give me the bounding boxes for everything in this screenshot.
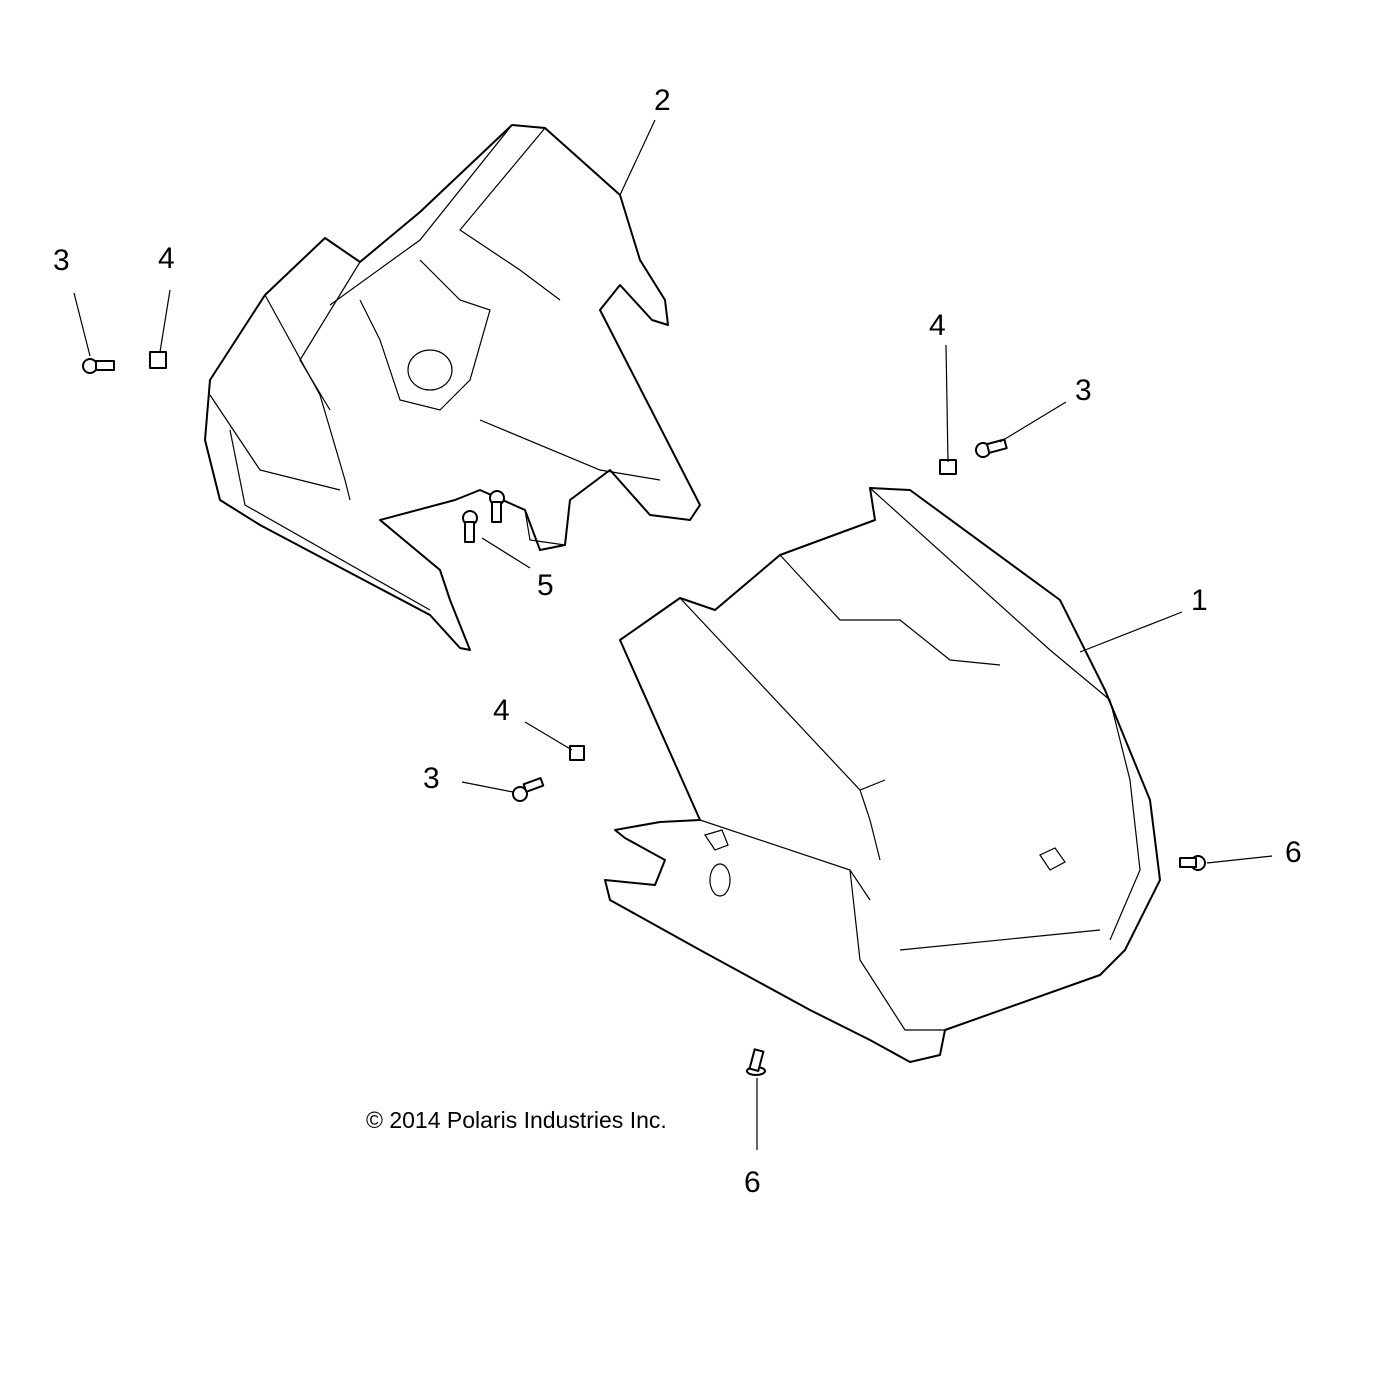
callout-3: 3 [423, 762, 440, 795]
callout-5: 5 [537, 569, 554, 602]
part-1-lower-panel [604, 487, 1161, 1063]
callout-2: 2 [654, 84, 671, 117]
screw-5b [489, 490, 505, 523]
screw-6-bottom [746, 1048, 766, 1076]
fasteners [82, 351, 1206, 1076]
callout-3: 3 [53, 244, 70, 277]
clip-4-middle [569, 745, 585, 761]
callout-4: 4 [929, 309, 946, 342]
clip-4-right [939, 459, 957, 475]
screw-3-middle [512, 777, 545, 802]
part-2-upper-panel [204, 124, 701, 651]
callout-6: 6 [744, 1166, 761, 1199]
callout-6: 6 [1285, 836, 1302, 869]
callout-4: 4 [493, 694, 510, 727]
callout-3: 3 [1075, 374, 1092, 407]
screw-5a [462, 510, 478, 543]
leader-lines [73, 119, 1273, 1150]
callout-1: 1 [1191, 584, 1208, 617]
screw-3-right [975, 438, 1008, 458]
copyright-notice: © 2014 Polaris Industries Inc. [366, 1107, 667, 1133]
screw-6-right [1179, 855, 1206, 871]
clip-4-left [149, 351, 167, 369]
screw-3-left [82, 358, 115, 374]
callout-4: 4 [158, 242, 175, 275]
